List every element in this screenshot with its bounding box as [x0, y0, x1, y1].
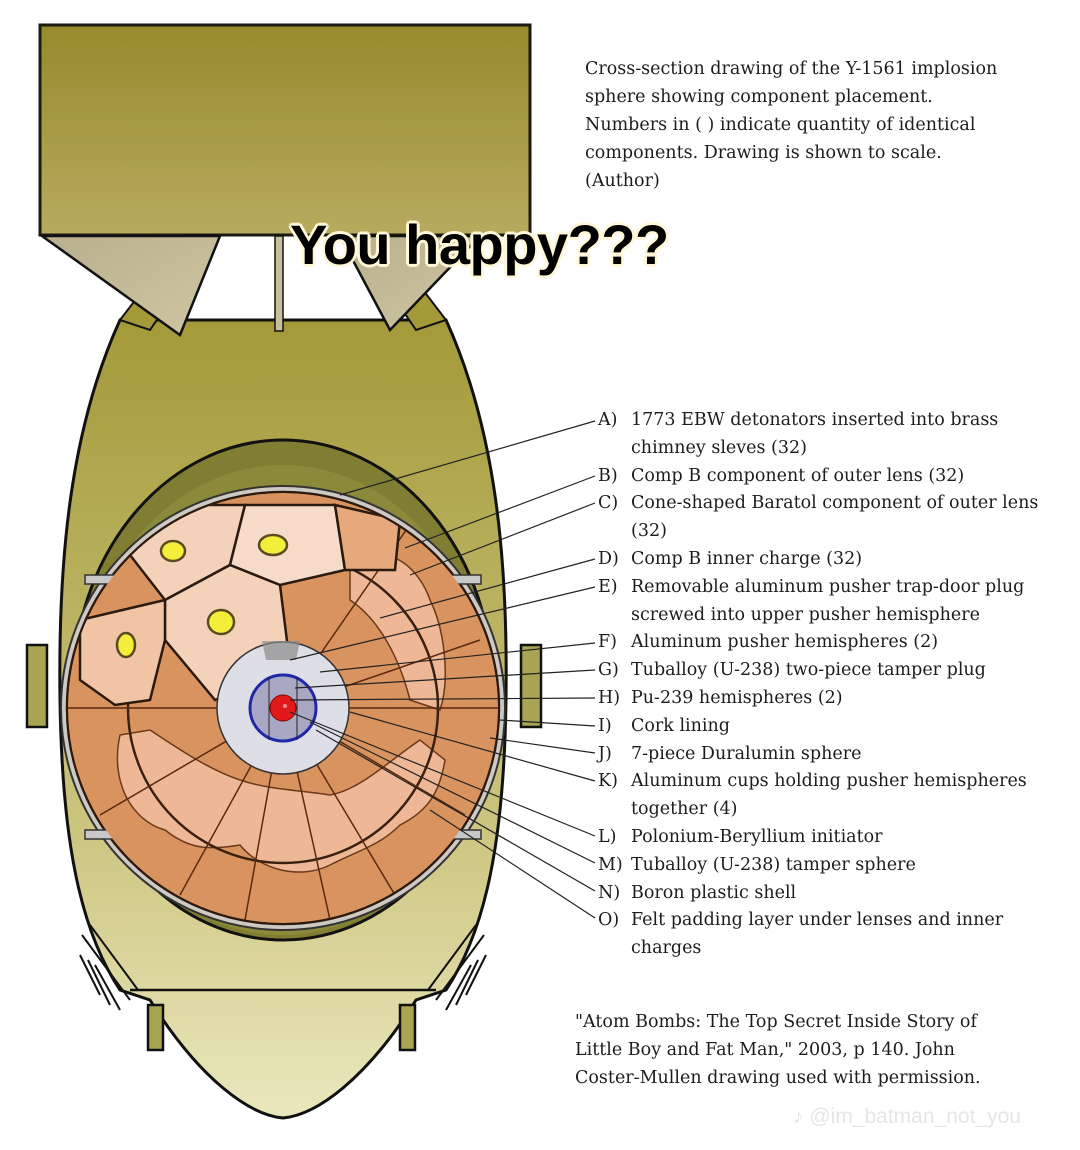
legend-text: Aluminum pusher hemispheres (2) [631, 632, 939, 653]
legend-letter: E) [598, 576, 618, 597]
legend-text: 1773 EBW detonators inserted into brass … [631, 410, 999, 458]
tail-fin-right [337, 234, 483, 333]
legend-letter: I) [598, 715, 612, 736]
legend-item: D) Comp B inner charge (32) [598, 546, 1068, 574]
legend-item: B) Comp B component of outer lens (32) [598, 463, 1068, 491]
legend-letter: G) [598, 660, 619, 681]
legend-text: Tuballoy (U-238) tamper sphere [631, 854, 916, 875]
legend-item: J) 7-piece Duralumin sphere [598, 741, 1068, 769]
legend-letter: A) [598, 410, 618, 430]
diagram-caption: Cross-section drawing of the Y-1561 impl… [585, 55, 1055, 195]
legend-item: N) Boron plastic shell [598, 880, 1068, 908]
caption-line: (Author) [585, 171, 660, 191]
initiator [283, 704, 287, 708]
legend-item: I) Cork lining [598, 713, 1068, 741]
legend-item: M) Tuballoy (U-238) tamper sphere [598, 852, 1068, 880]
legend-letter: N) [598, 882, 621, 903]
legend-item: K) Aluminum cups holding pusher hemispher… [598, 768, 1068, 824]
legend-letter: C) [598, 493, 619, 514]
citation-line: "Atom Bombs: The Top Secret Inside Story… [575, 1012, 977, 1032]
legend-text: Pu-239 hemispheres (2) [631, 687, 843, 708]
pu239-core [269, 694, 297, 722]
legend-item: O) Felt padding layer under lenses and in… [598, 907, 1068, 963]
detonators [115, 533, 289, 659]
legend-item: G) Tuballoy (U-238) two-piece tamper plug [598, 657, 1068, 685]
legend-item: A) 1773 EBW detonators inserted into bras… [598, 407, 1068, 463]
legend-text: Aluminum cups holding pusher hemispheres… [631, 771, 1027, 820]
legend-letter: L) [598, 826, 617, 847]
legend-item: F) Aluminum pusher hemispheres (2) [598, 629, 1068, 657]
legend-text: Cone-shaped Baratol component of outer l… [631, 493, 1039, 542]
lower-fin-stubs-right [427, 924, 487, 1011]
legend-text: Felt padding layer under lenses and inne… [631, 910, 1004, 959]
legend-letter: D) [598, 548, 619, 569]
caption-line: components. Drawing is shown to scale. [585, 143, 942, 163]
baratol-cones-right [349, 552, 446, 711]
citation-line: Little Boy and Fat Man," 2003, p 140. Jo… [575, 1040, 955, 1060]
citation-line: Coster-Mullen drawing used with permissi… [575, 1068, 981, 1088]
legend-letter: B) [598, 465, 618, 486]
legend-text: Cork lining [631, 715, 730, 736]
bottom-lug-left [146, 1003, 165, 1052]
legend-text: 7-piece Duralumin sphere [631, 743, 862, 764]
lug-right [519, 643, 543, 729]
legend-item: L) Polonium-Beryllium initiator [598, 824, 1068, 852]
leader-lines [289, 420, 596, 919]
meme-overlay-text: You happy??? [290, 213, 669, 276]
caption-line: Cross-section drawing of the Y-1561 impl… [585, 59, 998, 79]
baratol-cones-lower [116, 729, 446, 873]
legend-text: Comp B component of outer lens (32) [631, 465, 965, 486]
lower-fin-stubs-left [79, 924, 139, 1011]
legend-text: Comp B inner charge (32) [631, 548, 863, 569]
legend-letter: J) [598, 743, 612, 764]
legend-item: E) Removable aluminum pusher trap-door pl… [598, 574, 1068, 630]
tail-box [38, 23, 532, 237]
legend-letter: M) [598, 854, 623, 875]
legend-letter: H) [598, 687, 621, 708]
lug-left [25, 643, 49, 729]
legend-item: C) Cone-shaped Baratol component of outer… [598, 490, 1068, 546]
caption-line: sphere showing component placement. [585, 87, 933, 107]
tail-fin-left [38, 234, 222, 337]
legend-text: Polonium-Beryllium initiator [631, 826, 883, 847]
legend-item: H) Pu-239 hemispheres (2) [598, 685, 1068, 713]
trap-door-plug [262, 641, 300, 660]
tail-center-strut [274, 235, 284, 332]
source-citation: "Atom Bombs: The Top Secret Inside Story… [575, 1008, 1055, 1092]
legend-letter: K) [598, 771, 618, 792]
legend-text: Boron plastic shell [631, 882, 797, 903]
tiktok-watermark: ♪ @im_batman_not_you [793, 1105, 1021, 1128]
legend-text: Removable aluminum pusher trap-door plug… [631, 576, 1025, 625]
caption-line: Numbers in ( ) indicate quantity of iden… [585, 115, 976, 135]
legend-letter: F) [598, 632, 617, 653]
component-legend: A) 1773 EBW detonators inserted into bras… [598, 407, 1068, 963]
legend-text: Tuballoy (U-238) two-piece tamper plug [631, 660, 986, 681]
legend-letter: O) [598, 910, 620, 931]
bottom-lug-right [398, 1003, 417, 1052]
